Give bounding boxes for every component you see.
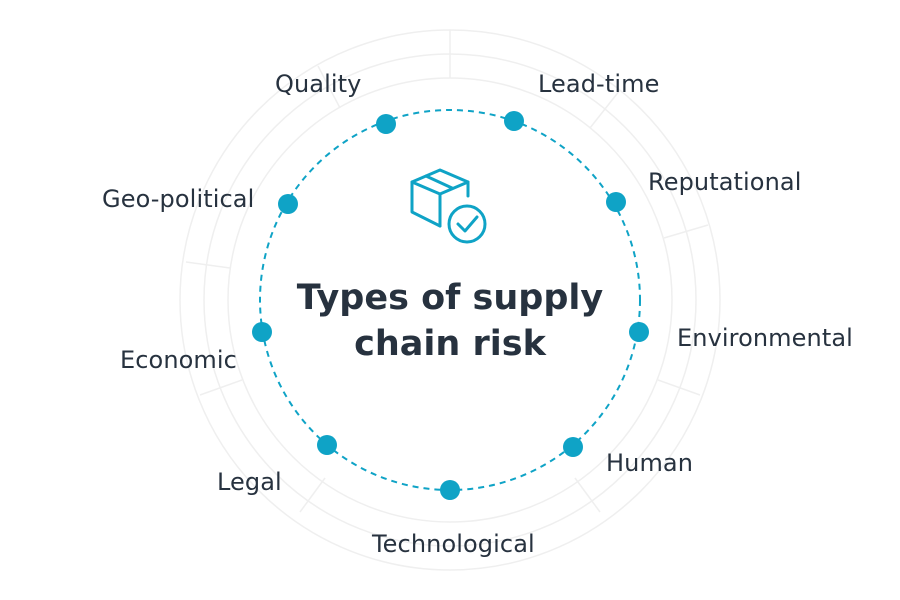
node-dot-environmental xyxy=(629,322,649,342)
node-dot-quality xyxy=(376,114,396,134)
node-dot-technological xyxy=(440,480,460,500)
node-dot-legal xyxy=(317,435,337,455)
risk-label-geo-political: Geo-political xyxy=(102,185,255,213)
title-line-2: chain risk xyxy=(354,324,546,364)
segment-dividers xyxy=(185,30,709,513)
title-line-1: Types of supply xyxy=(296,278,604,318)
node-dot-geo-political xyxy=(278,194,298,214)
node-dot-lead-time xyxy=(504,111,524,131)
risk-label-quality: Quality xyxy=(275,70,362,98)
node-dot-human xyxy=(563,437,583,457)
risk-label-economic: Economic xyxy=(120,346,237,374)
risk-label-lead-time: Lead-time xyxy=(538,70,660,98)
risk-label-reputational: Reputational xyxy=(648,168,802,196)
risk-label-legal: Legal xyxy=(217,468,282,496)
node-dot-economic xyxy=(252,322,272,342)
risk-label-human: Human xyxy=(606,449,694,477)
node-dot-reputational xyxy=(606,192,626,212)
page-title: Types of supply chain risk xyxy=(250,275,650,367)
package-check-icon xyxy=(410,168,487,244)
risk-label-technological: Technological xyxy=(372,530,535,558)
risk-label-environmental: Environmental xyxy=(677,324,853,352)
